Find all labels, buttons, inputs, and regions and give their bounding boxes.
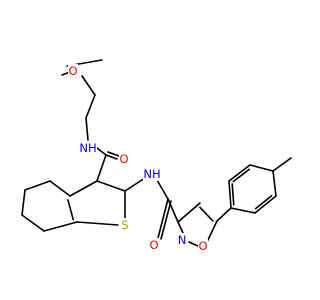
- atom-label-text: NH: [143, 167, 160, 181]
- bond-n-o: [188, 241, 199, 247]
- atom-amide1-O: O: [119, 152, 129, 166]
- atom-isoxazole-N: N: [177, 233, 187, 247]
- bond-ph1-ph6-double: [231, 183, 235, 206]
- bond-c4-c5: [24, 180, 51, 191]
- atom-label-background: [79, 141, 97, 155]
- bond-c3a-c7a: [67, 199, 75, 221]
- bond-nh-carbonyl: [96, 147, 107, 156]
- bond-layer: [21, 59, 292, 247]
- bond-carbonyl2-o: [157, 198, 169, 239]
- atom-label-text: NH: [79, 141, 96, 155]
- atom-isoxazole-O: O: [198, 239, 208, 253]
- atom-label-text: O: [119, 152, 128, 166]
- bond-ch2-ch2: [85, 94, 96, 119]
- bond-c5i-ph: [216, 207, 232, 222]
- atom-amide2-NH: NH: [143, 167, 161, 181]
- bond-ph4-ph5: [249, 164, 274, 172]
- atom-label-background: [120, 218, 130, 232]
- bond-c6-c7: [21, 214, 45, 232]
- bond-c7-c7a: [43, 221, 78, 232]
- atom-label-text: O: [68, 64, 77, 78]
- bond-c3-c2: [96, 180, 126, 192]
- atom-amide2-O: O: [149, 238, 159, 252]
- bond-c3-c3a: [69, 180, 98, 197]
- bond-c5-c6: [21, 189, 26, 216]
- bond-c5i-o: [206, 220, 218, 243]
- bond-carbonyl2-o-double: [160, 200, 172, 240]
- atom-label-background: [143, 167, 161, 181]
- atom-thiophene-S: S: [120, 218, 130, 232]
- atom-label-text: S: [121, 218, 128, 232]
- bond-ph4-methyl: [272, 157, 292, 172]
- atom-label-text: O: [149, 238, 158, 252]
- bond-carbonyl-o-double: [107, 151, 120, 157]
- bond-ch2-nh: [85, 117, 89, 141]
- atom-amide1-NH: NH: [79, 141, 97, 155]
- bond-c3a-c4: [49, 180, 71, 197]
- bond-nh-carbonyl2: [156, 179, 169, 200]
- atom-label-background: [198, 239, 208, 253]
- atom-label-background: [177, 233, 187, 247]
- bond-ph2-ph3: [254, 195, 277, 214]
- atom-label-background: [68, 64, 78, 78]
- bond-ph6-ph1: [228, 180, 232, 209]
- atom-ether-O: O: [68, 64, 78, 78]
- bond-ph5-ph6: [228, 164, 251, 182]
- atom-label-background: [119, 152, 129, 166]
- atom-label-text: N: [178, 233, 187, 247]
- bond-ph3-ph4: [272, 170, 277, 197]
- atom-label-background: [149, 238, 159, 252]
- bond-c7a-s: [76, 221, 119, 226]
- bond-c3i-n: [177, 221, 184, 234]
- atom-label-text: O: [198, 239, 207, 253]
- bond-ph5-ph6-double: [232, 168, 251, 183]
- bond-ph1-ph2: [230, 207, 256, 214]
- bond-carbonyl2-c3i: [167, 198, 179, 223]
- bond-carbonyl-c3: [96, 154, 107, 182]
- bond-carbonyl-o: [105, 154, 118, 160]
- bond-ether-ch2: [81, 75, 96, 96]
- bond-ph2-ph3-double: [254, 194, 273, 210]
- bond-c4i-c5i: [199, 206, 214, 222]
- bond-c3i-c4i: [177, 202, 201, 223]
- bond-c2-nh: [124, 177, 146, 192]
